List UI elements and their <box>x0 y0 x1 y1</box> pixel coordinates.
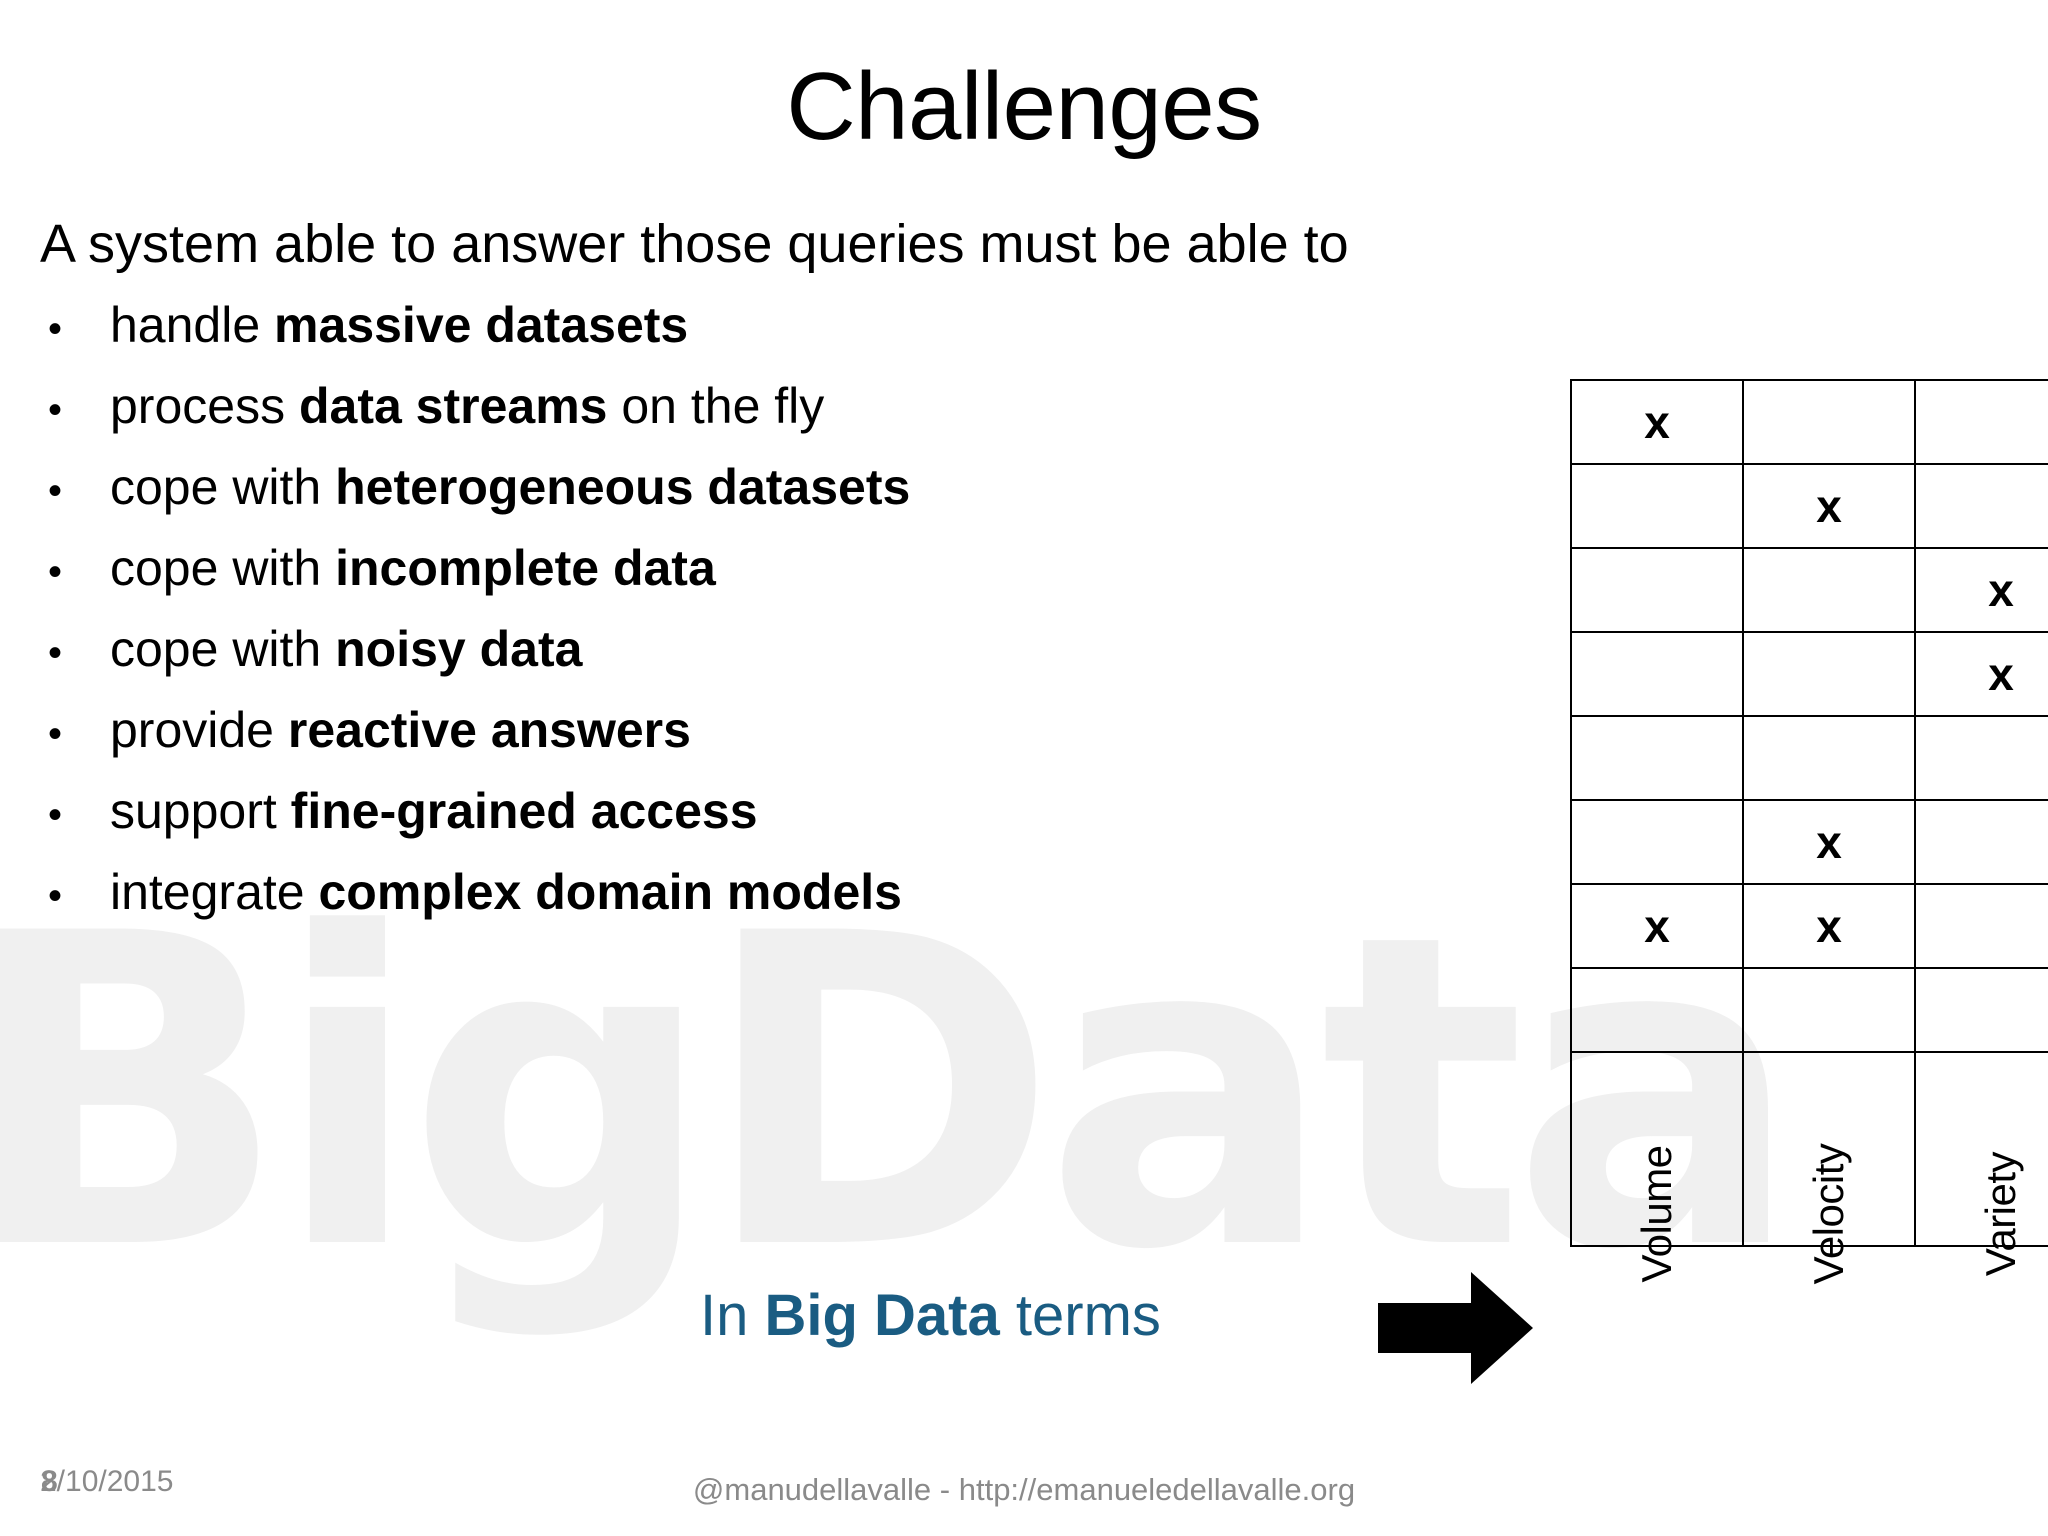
matrix-cell <box>1742 715 1916 801</box>
column-header-velocity: Velocity <box>1742 1051 1916 1284</box>
list-item: • cope with incomplete data <box>40 539 1540 620</box>
list-item: • support fine-grained access <box>40 782 1540 863</box>
bullet-emphasis: noisy data <box>335 621 583 678</box>
bullet-prefix: cope with <box>110 459 336 516</box>
list-item-label: integrate complex domain models <box>110 863 902 921</box>
list-item-label: cope with incomplete data <box>110 539 716 597</box>
matrix-cell <box>1914 883 2048 969</box>
footer-credit: @manudellavalle - http://emanueledellava… <box>692 1472 1356 1507</box>
table-row: x <box>1570 799 2048 885</box>
right-arrow-icon <box>1378 1272 1533 1384</box>
matrix-cell <box>1914 379 2048 465</box>
table-header-row: Volume Velocity Variety Veracity <box>1570 1051 2048 1284</box>
bullet-emphasis: data streams <box>298 378 608 435</box>
list-item: • cope with heterogeneous datasets <box>40 458 1540 539</box>
list-item: • integrate complex domain models <box>40 863 1540 944</box>
table-row: x <box>1570 547 2048 633</box>
bullet-prefix: handle <box>110 297 275 354</box>
column-header-volume: Volume <box>1570 1051 1744 1283</box>
column-header-variety: Variety <box>1914 1051 2048 1276</box>
table-row: x x <box>1570 883 2048 969</box>
list-item: • provide reactive answers <box>40 701 1540 782</box>
bigdata-watermark: BigData <box>0 844 1802 1344</box>
matrix-cell <box>1570 799 1744 885</box>
bullet-emphasis: complex domain models <box>318 864 902 921</box>
list-item-label: support fine-grained access <box>110 782 758 840</box>
matrix-cell: x <box>1914 547 2048 633</box>
column-header-label: Variety <box>1977 1151 2024 1277</box>
table-row: x <box>1570 463 2048 549</box>
bullet-icon: • <box>48 874 63 919</box>
list-item-label: provide reactive answers <box>110 701 691 759</box>
bullet-icon: • <box>48 631 63 676</box>
matrix-cell: x <box>1570 379 1744 465</box>
table-row: x <box>1570 967 2048 1053</box>
callout-emphasis: Big Data <box>764 1283 1000 1348</box>
list-item-label: process data streams on the fly <box>110 377 824 435</box>
list-item: • handle massive datasets <box>40 296 1540 377</box>
bullet-icon: • <box>48 388 63 433</box>
column-header-label: Velocity <box>1805 1143 1852 1285</box>
challenges-matrix-table: x x x x x x <box>1570 379 2048 1284</box>
bullet-icon: • <box>48 550 63 595</box>
bullet-emphasis: incomplete data <box>335 540 716 597</box>
column-header-label: Volume <box>1633 1145 1680 1283</box>
matrix-cell <box>1570 967 1744 1053</box>
list-item: • cope with noisy data <box>40 620 1540 701</box>
matrix-cell <box>1914 799 2048 885</box>
bullet-emphasis: heterogeneous datasets <box>335 459 911 516</box>
bullet-prefix: cope with <box>110 540 336 597</box>
bullet-prefix: provide <box>110 702 288 759</box>
matrix-cell <box>1570 463 1744 549</box>
matrix-cell: x <box>1570 883 1744 969</box>
callout-suffix: terms <box>999 1283 1161 1348</box>
list-item-label: cope with noisy data <box>110 620 582 678</box>
bullet-icon: • <box>48 712 63 757</box>
bullet-prefix: integrate <box>110 864 319 921</box>
bullet-icon: • <box>48 307 63 352</box>
bullet-icon: • <box>48 793 63 838</box>
intro-text: A system able to answer those queries mu… <box>40 214 1349 274</box>
matrix-cell <box>1570 547 1744 633</box>
matrix-cell: x <box>1742 799 1916 885</box>
matrix-cell <box>1742 631 1916 717</box>
list-item-label: cope with heterogeneous datasets <box>110 458 910 516</box>
slide-body: A system able to answer those queries mu… <box>40 214 1540 944</box>
table-row: x <box>1570 715 2048 801</box>
bullet-prefix: process <box>110 378 299 435</box>
callout-prefix: In <box>700 1283 765 1348</box>
matrix-cell: x <box>1742 883 1916 969</box>
bullet-icon: • <box>48 469 63 514</box>
bullet-emphasis: fine-grained access <box>290 783 758 840</box>
matrix-cell <box>1742 967 1916 1053</box>
bullet-emphasis: massive datasets <box>274 297 689 354</box>
matrix-cell <box>1570 631 1744 717</box>
bullet-suffix: on the fly <box>607 378 825 435</box>
bullet-prefix: cope with <box>110 621 336 678</box>
bullet-emphasis: reactive answers <box>287 702 691 759</box>
bullet-prefix: support <box>110 783 291 840</box>
matrix-cell <box>1914 715 2048 801</box>
table-row: x x <box>1570 631 2048 717</box>
matrix-cell <box>1742 547 1916 633</box>
matrix-cell <box>1914 463 2048 549</box>
table-row: x <box>1570 379 2048 465</box>
matrix-cell <box>1742 379 1916 465</box>
page-title: Challenges <box>786 53 1262 160</box>
list-item-label: handle massive datasets <box>110 296 688 354</box>
footer-date: 2/10/2015 <box>40 1465 174 1498</box>
matrix-cell: x <box>1742 463 1916 549</box>
matrix-cell <box>1914 967 2048 1053</box>
matrix-cell: x <box>1914 631 2048 717</box>
slide-number: 8 <box>41 1465 58 1498</box>
matrix-cell <box>1570 715 1744 801</box>
bigdata-terms-callout: In Big Data terms <box>700 1282 1161 1349</box>
list-item: • process data streams on the fly <box>40 377 1540 458</box>
